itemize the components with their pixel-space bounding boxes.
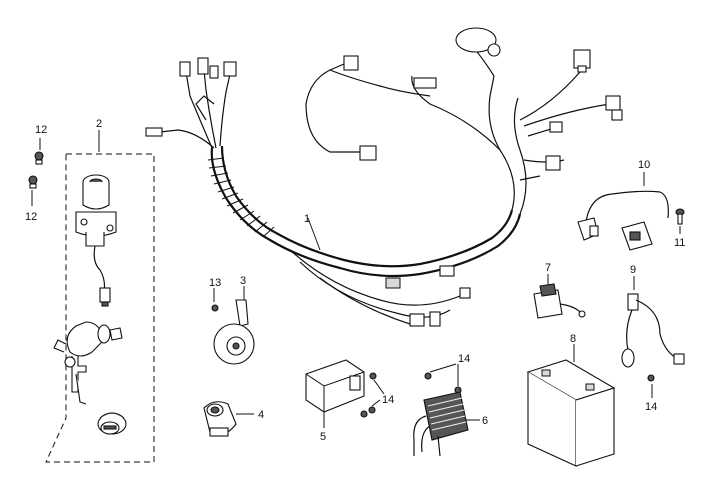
screws-14-top: 14 — [424, 353, 470, 394]
callout-14-center: 14 — [382, 394, 394, 406]
callout-6: 6 — [482, 415, 488, 427]
screw-14-right: 14 — [645, 374, 657, 413]
bolt-11: 11 — [674, 208, 685, 249]
screw-12-bottom: 12 — [25, 175, 38, 223]
callout-4: 4 — [258, 409, 264, 421]
callout-1: 1 — [304, 213, 310, 225]
battery-8: 8 — [526, 333, 616, 467]
callout-12-bottom: 12 — [25, 211, 37, 223]
callout-10: 10 — [638, 159, 650, 171]
callout-13: 13 — [209, 277, 221, 289]
battery-cable-9: 9 — [621, 264, 685, 368]
horn: 3 — [213, 275, 255, 365]
screw-13: 13 — [209, 277, 221, 312]
ignition-switch-kit-group: 2 — [45, 118, 155, 463]
main-wiring-harness: 1 — [145, 27, 623, 327]
callout-11: 11 — [674, 237, 685, 249]
callout-7: 7 — [545, 262, 551, 274]
lock-cylinder — [97, 412, 127, 435]
callout-2: 2 — [96, 118, 102, 130]
screw-12-top: 12 — [34, 124, 47, 165]
callout-14-top: 14 — [458, 353, 470, 365]
seat-lock-with-keys — [53, 321, 123, 405]
ignition-switch — [75, 174, 117, 307]
regulator-rectifier-6: 6 — [413, 391, 488, 457]
callout-14-right: 14 — [645, 401, 657, 413]
callout-9: 9 — [630, 264, 636, 276]
callout-8: 8 — [570, 333, 576, 345]
control-unit-5: 5 — [305, 359, 365, 443]
screws-14-center: 14 — [360, 372, 394, 418]
part-4-switch: 4 — [203, 401, 264, 437]
starter-relay-7: 7 — [533, 262, 586, 319]
sensor-cable-10: 10 — [577, 159, 669, 251]
callout-12-top: 12 — [35, 124, 47, 136]
callout-5: 5 — [320, 431, 326, 443]
callout-3: 3 — [240, 275, 246, 287]
